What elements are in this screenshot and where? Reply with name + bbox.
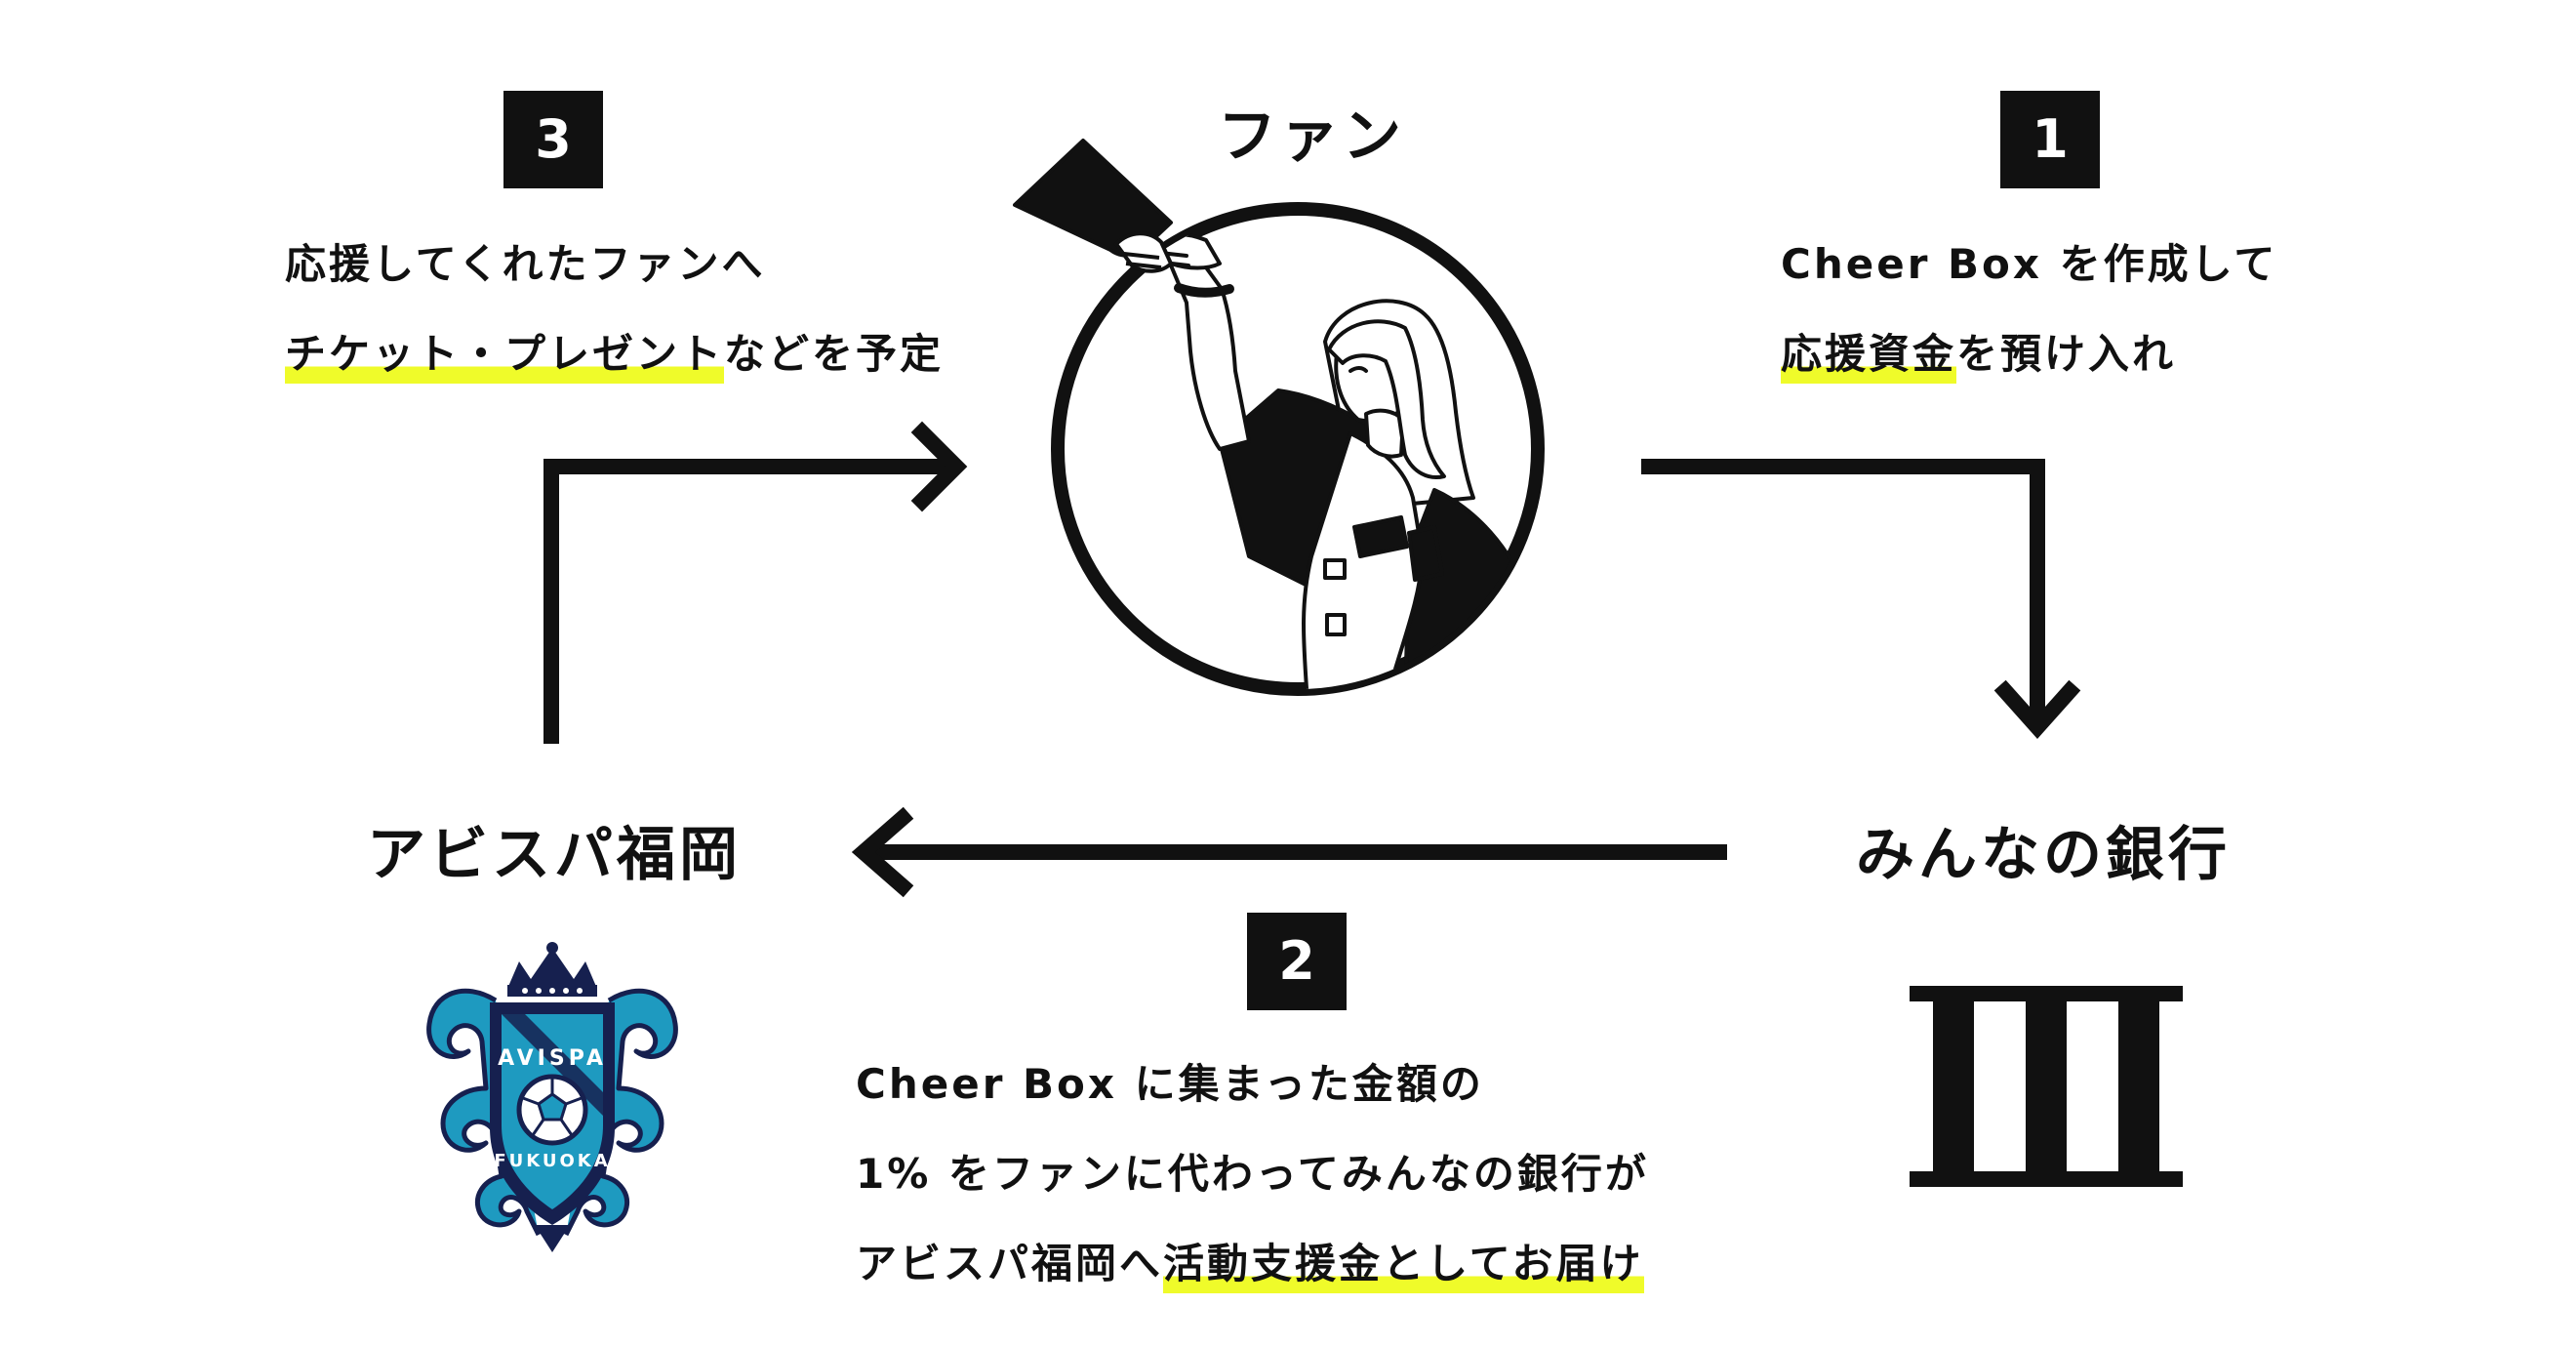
step-1-highlight: 応援資金: [1781, 330, 1957, 384]
step-2-line-3-plain: アビスパ福岡へ: [856, 1240, 1164, 1287]
step-1-line-1: Cheer Box を作成して: [1781, 240, 2278, 288]
bank-pillars-logo: [1910, 986, 2183, 1187]
step-2-line-2: 1% をファンに代わってみんなの銀行が: [856, 1150, 1649, 1198]
step-1-line-2-rest: を預け入れ: [1956, 330, 2177, 378]
step-3-line-1: 応援してくれたファンへ: [285, 240, 766, 288]
crest-top-text: AVISPA: [498, 1046, 607, 1071]
arrow-fan-to-bank: [1641, 459, 2081, 740]
step-2-highlight: 活動支援金としてお届け: [1163, 1240, 1644, 1293]
step-2-line-3: アビスパ福岡へ活動支援金としてお届け: [856, 1240, 1649, 1293]
step-3-description: 応援してくれたファンへ チケット・プレゼントなどを予定: [285, 240, 944, 384]
step-1-description: Cheer Box を作成して 応援資金を預け入れ: [1781, 240, 2278, 384]
club-crest-logo: AVISPA FUKUOKA: [426, 942, 678, 1252]
fan-cheering-illustration: [1013, 139, 1545, 696]
node-club-label: アビスパ福岡: [367, 821, 742, 889]
step-2-line-1: Cheer Box に集まった金額の: [856, 1060, 1484, 1108]
node-fan-label: ファン: [1218, 102, 1405, 171]
step-3-highlight: チケット・プレゼント: [285, 330, 725, 384]
node-bank-label: みんなの銀行: [1856, 821, 2231, 889]
step-2-description: Cheer Box に集まった金額の 1% をファンに代わってみんなの銀行が ア…: [856, 1060, 1649, 1293]
arrow-club-to-fan: [543, 421, 968, 744]
step-1-line-2: 応援資金を預け入れ: [1781, 330, 2277, 384]
step-3-badge: 3: [503, 91, 603, 188]
step-3-line-2: チケット・プレゼントなどを予定: [285, 330, 944, 384]
crest-bottom-text: FUKUOKA: [494, 1151, 610, 1171]
step-2-badge: 2: [1247, 913, 1347, 1010]
step-1-badge: 1: [2000, 91, 2100, 188]
arrow-bank-to-club: [851, 806, 1727, 898]
step-3-line-2-rest: などを予定: [724, 330, 945, 378]
